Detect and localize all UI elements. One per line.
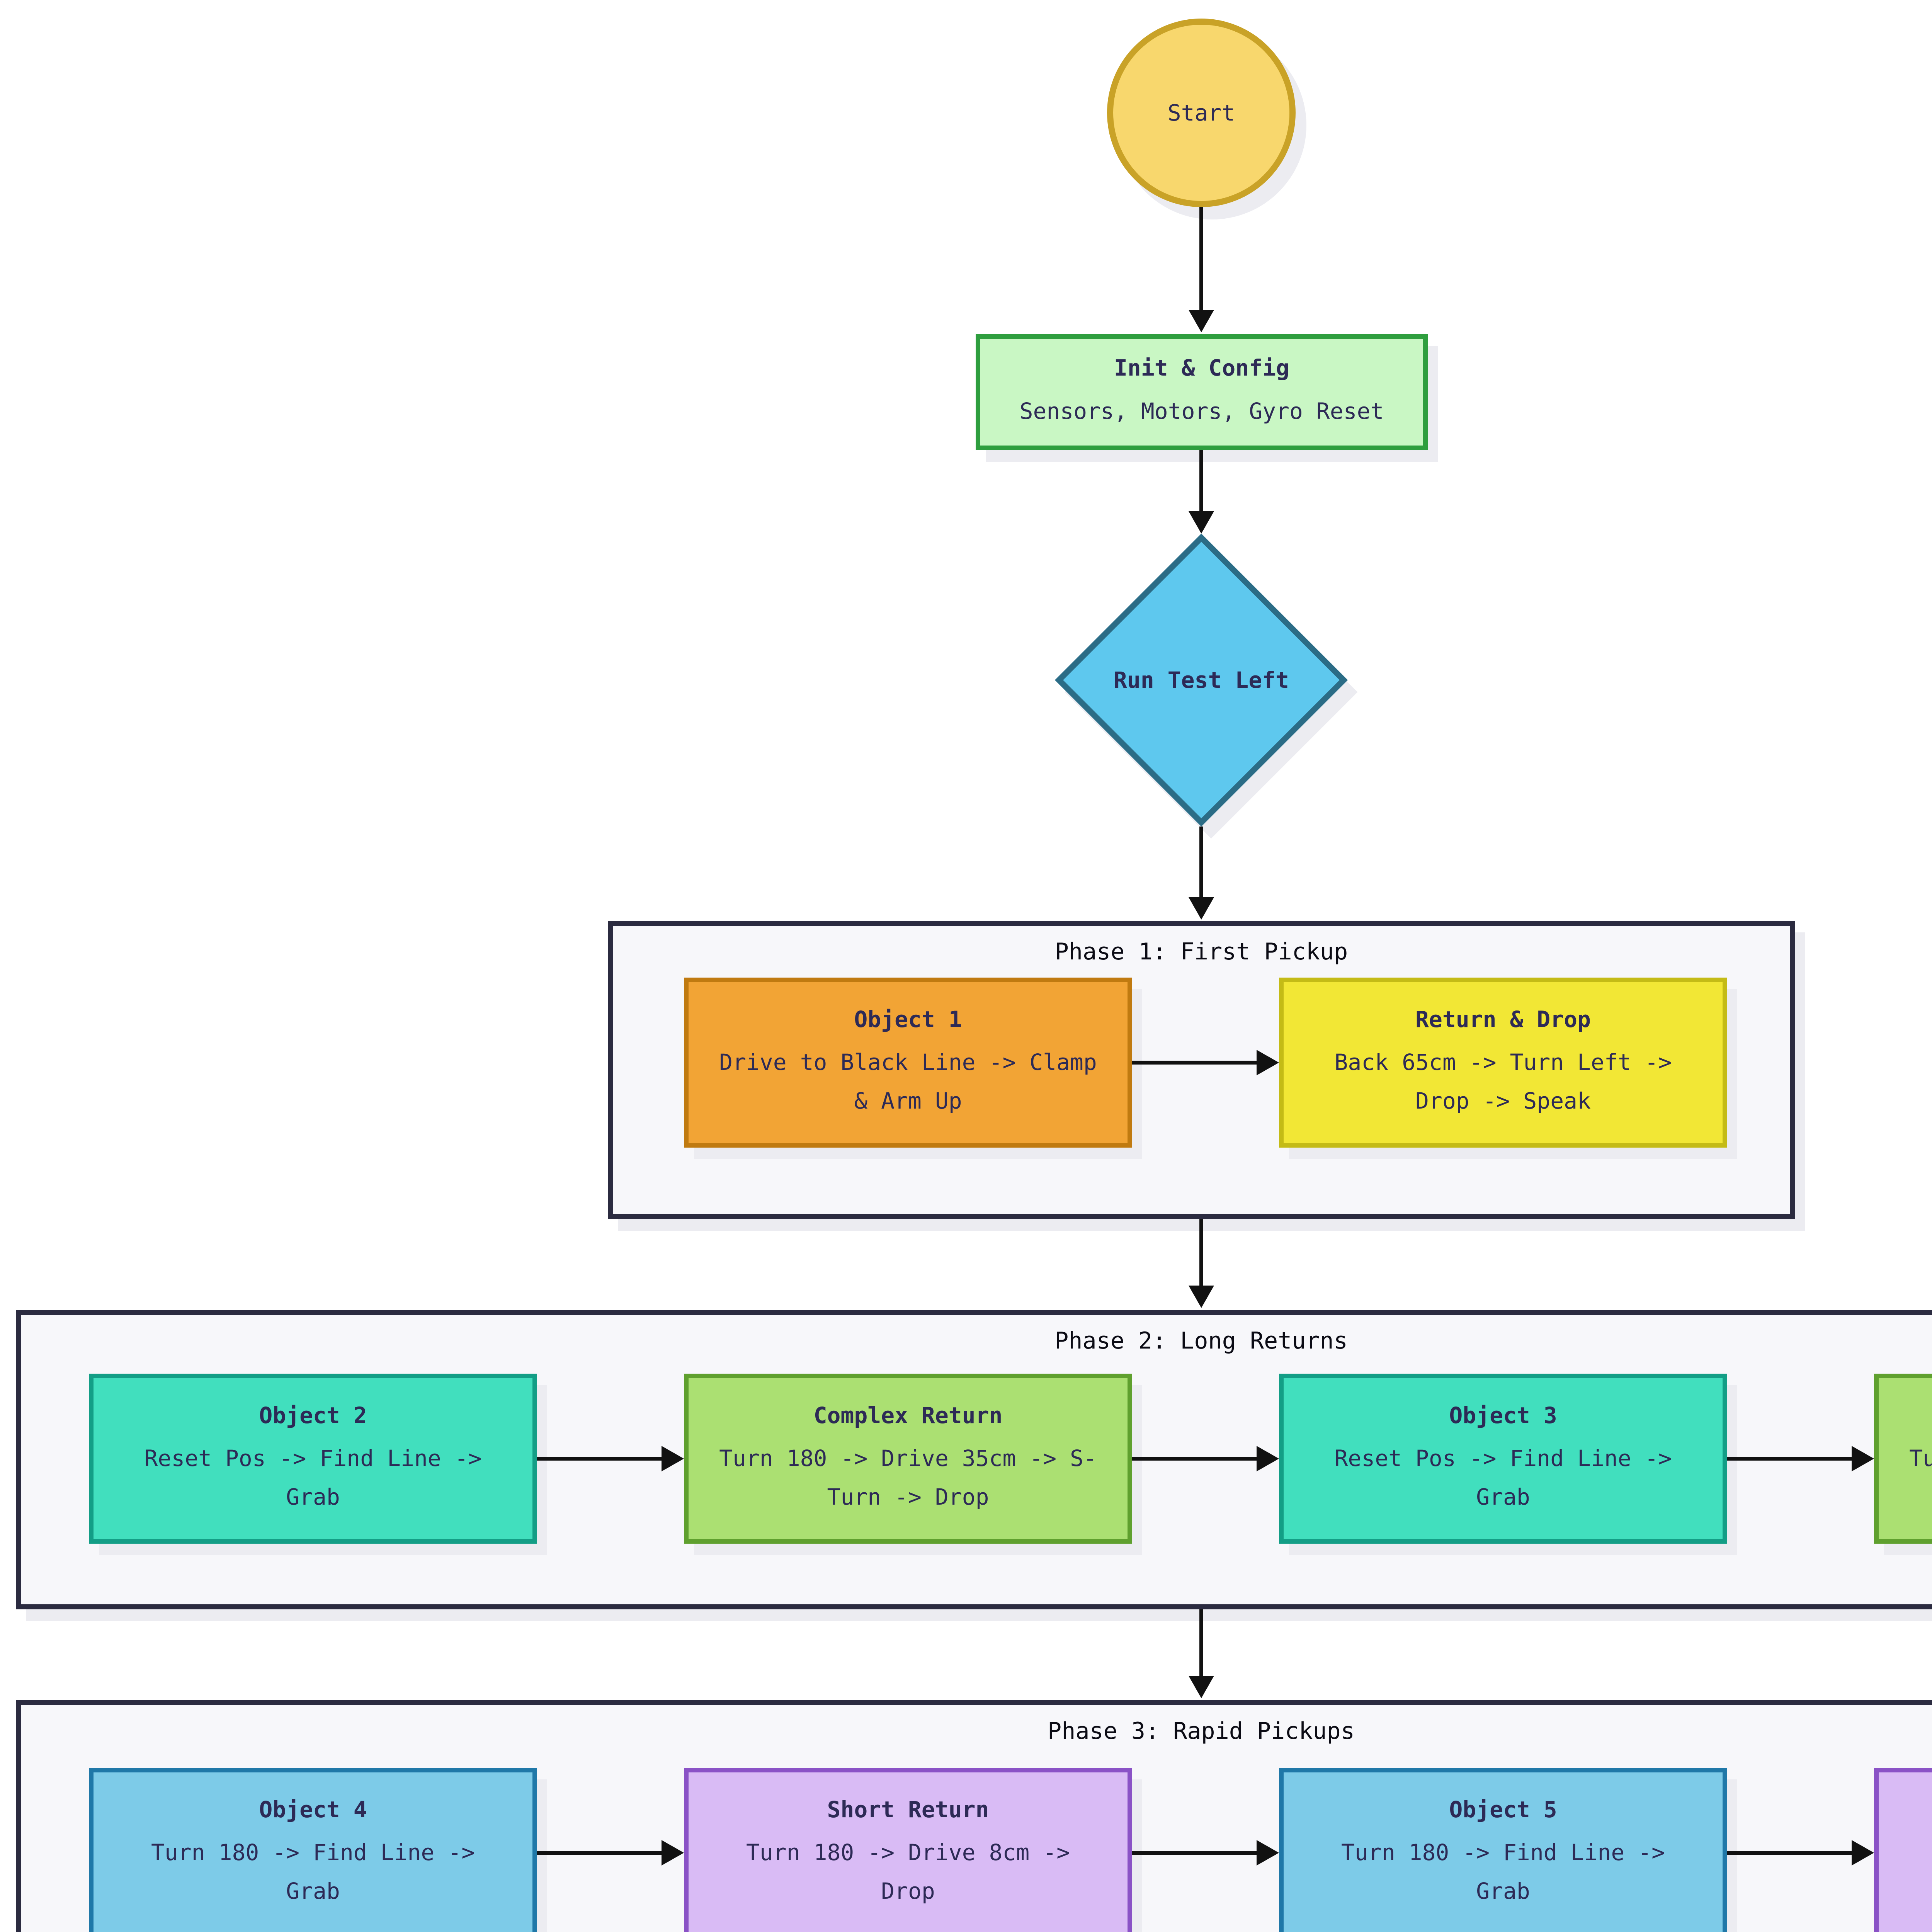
object4-title: Object 4 bbox=[259, 1796, 367, 1823]
start-node: Start bbox=[1107, 19, 1296, 207]
object3-title: Object 3 bbox=[1449, 1402, 1557, 1429]
short-return1-node: Short Return Turn 180 -> Drive 8cm -> Dr… bbox=[684, 1768, 1132, 1932]
short-return2-body: Turn 180 -> Drive 8cm -> Drop bbox=[1909, 1833, 1932, 1911]
complex-return1-title: Complex Return bbox=[813, 1402, 1003, 1429]
object3-body: Reset Pos -> Find Line -> Grab bbox=[1334, 1445, 1672, 1510]
object5-node: Object 5 Turn 180 -> Find Line -> Grab bbox=[1279, 1768, 1727, 1932]
arrowhead-object5-short2 bbox=[1852, 1840, 1874, 1866]
edge-init-decision bbox=[1199, 450, 1203, 511]
edge-decision-phase1 bbox=[1199, 827, 1203, 897]
object2-node: Object 2 Reset Pos -> Find Line -> Grab bbox=[89, 1374, 537, 1544]
edge-complex1-object3 bbox=[1132, 1457, 1257, 1461]
decision-label: Run Test Left bbox=[1114, 667, 1289, 693]
start-label: Start bbox=[1167, 100, 1235, 126]
arrowhead-phase2-phase3 bbox=[1189, 1676, 1214, 1698]
object2-title: Object 2 bbox=[259, 1402, 367, 1429]
phase2-title: Phase 2: Long Returns bbox=[1054, 1327, 1348, 1354]
object1-title: Object 1 bbox=[854, 1006, 962, 1032]
edge-object1-returndrop bbox=[1132, 1061, 1257, 1065]
complex-return2-body: Turn 180 -> Drive 35cm -> S-Turn -> Drop bbox=[1909, 1445, 1932, 1471]
edge-object4-short1 bbox=[537, 1851, 662, 1855]
init-config-node: Init & Config Sensors, Motors, Gyro Rese… bbox=[976, 334, 1428, 450]
object5-body: Turn 180 -> Find Line -> Grab bbox=[1341, 1839, 1665, 1904]
arrowhead-complex1-object3 bbox=[1257, 1446, 1279, 1471]
arrowhead-decision-phase1 bbox=[1189, 897, 1214, 920]
edge-object2-complex1 bbox=[537, 1457, 662, 1461]
edge-phase2-phase3 bbox=[1199, 1609, 1203, 1676]
complex-return1-body: Turn 180 -> Drive 35cm -> S-Turn -> Drop bbox=[719, 1445, 1097, 1510]
arrowhead-init-decision bbox=[1189, 511, 1214, 534]
arrowhead-object1-returndrop bbox=[1257, 1050, 1279, 1075]
complex-return2-node: Complex Return Turn 180 -> Drive 35cm ->… bbox=[1874, 1374, 1932, 1544]
object1-node: Object 1 Drive to Black Line -> Clamp & … bbox=[684, 978, 1132, 1148]
object5-title: Object 5 bbox=[1449, 1796, 1557, 1823]
short-return1-title: Short Return bbox=[827, 1796, 989, 1823]
return-drop-body: Back 65cm -> Turn Left -> Drop -> Speak bbox=[1334, 1049, 1672, 1114]
arrowhead-phase1-phase2 bbox=[1189, 1286, 1214, 1308]
short-return2-node: Short Return Turn 180 -> Drive 8cm -> Dr… bbox=[1874, 1768, 1932, 1932]
arrowhead-object4-short1 bbox=[662, 1840, 684, 1866]
edge-object5-short2 bbox=[1727, 1851, 1852, 1855]
init-config-body: Sensors, Motors, Gyro Reset bbox=[1019, 398, 1384, 424]
object4-node: Object 4 Turn 180 -> Find Line -> Grab bbox=[89, 1768, 537, 1932]
object2-body: Reset Pos -> Find Line -> Grab bbox=[144, 1445, 482, 1510]
phase1-title: Phase 1: First Pickup bbox=[1054, 938, 1348, 965]
short-return1-body: Turn 180 -> Drive 8cm -> Drop bbox=[746, 1839, 1070, 1904]
object3-node: Object 3 Reset Pos -> Find Line -> Grab bbox=[1279, 1374, 1727, 1544]
init-config-title: Init & Config bbox=[1114, 355, 1289, 381]
arrowhead-start-init bbox=[1189, 310, 1214, 332]
edge-object3-complex2 bbox=[1727, 1457, 1852, 1461]
arrowhead-short1-object5 bbox=[1257, 1840, 1279, 1866]
edge-start-init bbox=[1199, 207, 1203, 310]
object1-body: Drive to Black Line -> Clamp & Arm Up bbox=[719, 1049, 1097, 1114]
return-drop-node: Return & Drop Back 65cm -> Turn Left -> … bbox=[1279, 978, 1727, 1148]
edge-short1-object5 bbox=[1132, 1851, 1257, 1855]
edge-phase1-phase2 bbox=[1199, 1219, 1203, 1286]
arrowhead-object3-complex2 bbox=[1852, 1446, 1874, 1471]
arrowhead-object2-complex1 bbox=[662, 1446, 684, 1471]
return-drop-title: Return & Drop bbox=[1415, 1006, 1591, 1032]
phase3-title: Phase 3: Rapid Pickups bbox=[1048, 1718, 1355, 1745]
object4-body: Turn 180 -> Find Line -> Grab bbox=[151, 1839, 475, 1904]
complex-return1-node: Complex Return Turn 180 -> Drive 35cm ->… bbox=[684, 1374, 1132, 1544]
